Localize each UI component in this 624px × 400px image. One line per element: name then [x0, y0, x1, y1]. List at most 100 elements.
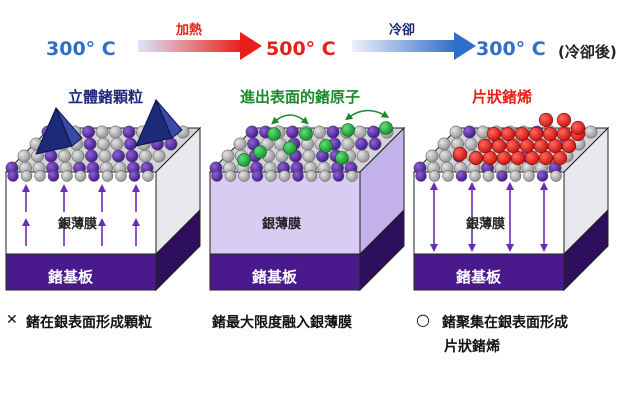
panel1-substrate-label: 鍺基板 [48, 268, 94, 286]
surface-germanium-atom [335, 151, 349, 165]
silver-atom [346, 170, 358, 182]
germanium-pyramid-side [155, 99, 183, 139]
surface-germanium-atom [319, 139, 333, 153]
silver-atom [115, 170, 127, 182]
germanium-atom [415, 170, 427, 182]
silver-atom [550, 170, 562, 182]
panel-3-block [412, 112, 610, 292]
germanium-atom [47, 170, 60, 182]
substrate-front [209, 253, 361, 291]
germanene-atom [452, 146, 468, 162]
silver-atom [353, 125, 367, 139]
silver-atom [221, 149, 235, 163]
germanene-atom [552, 150, 568, 166]
surface-germanium-atom [379, 121, 393, 135]
panel3-film-label: 銀薄膜 [466, 217, 506, 232]
surface-germanium-atom [253, 145, 267, 159]
germanium-atom [367, 125, 380, 139]
panel1-caption-marker: ✕ [6, 312, 18, 328]
germanene-atom [500, 126, 516, 142]
silver-atom [97, 137, 110, 151]
panel3-substrate-label: 鍺基板 [456, 268, 502, 286]
silver-atom [265, 170, 277, 182]
germanium-atom [245, 125, 259, 139]
silver-atom [437, 137, 451, 151]
germanene-atom [556, 112, 572, 128]
panel-2-block [208, 109, 406, 292]
germanene-atom [496, 150, 512, 166]
temperature-heated: 500° C [266, 38, 336, 60]
cool-arrow [352, 32, 476, 60]
germanium-atom [355, 137, 368, 151]
silver-atom [61, 170, 73, 182]
surface-germanium-atom [299, 127, 313, 141]
germanene-atom [510, 150, 526, 166]
silver-atom [152, 149, 166, 163]
panel2-substrate-label: 鍺基板 [252, 268, 298, 286]
germanium-atom [496, 170, 508, 182]
silver-atom [356, 149, 370, 163]
silver-atom [34, 170, 46, 182]
germanium-atom [292, 170, 304, 182]
surface-germanium-atom [283, 141, 297, 155]
silver-atom [71, 149, 85, 163]
silver-atom [305, 170, 318, 182]
germanium-atom [112, 149, 125, 163]
germanene-atom [524, 150, 540, 166]
panel2-title: 進出表面的鍺原子 [240, 88, 361, 106]
germanene-atom [538, 150, 554, 166]
silver-atom [278, 170, 291, 182]
panel2-caption: 鍺最大限度融入銀薄膜 [212, 315, 352, 331]
panel2-film-label: 銀薄膜 [262, 217, 302, 232]
silver-atom [17, 149, 31, 163]
germanium-atom [122, 125, 136, 139]
panel3-caption-line2: 片狀鍺烯 [444, 339, 500, 355]
film-front [209, 171, 361, 255]
substrate-front [413, 253, 565, 291]
silver-atom [428, 170, 441, 182]
cool-label: 冷卻 [389, 23, 416, 38]
silver-atom [469, 170, 481, 182]
surface-germanium-atom [267, 127, 281, 141]
silver-atom [584, 125, 598, 139]
surface-germanium-atom [237, 153, 251, 167]
germanene-atom [533, 138, 549, 154]
panel3-caption: 鍺聚集在銀表面形成 [442, 315, 568, 331]
silver-atom [442, 170, 454, 182]
silver-atom [523, 170, 535, 182]
germanene-atom [468, 150, 484, 166]
silver-atom [58, 149, 71, 163]
hop-arrow [345, 109, 390, 121]
germanium-atom [82, 125, 95, 139]
germanene-atom [486, 126, 502, 142]
germanene-atom [477, 138, 493, 154]
germanium-atom [332, 170, 345, 182]
germanene-atom [505, 138, 521, 154]
surface-germanium-atom [341, 123, 355, 137]
silver-atom [109, 125, 122, 139]
panel1-caption: 鍺在銀表面形成顆粒 [26, 315, 152, 331]
silver-atom [449, 125, 463, 139]
germanium-atom [124, 137, 137, 151]
temperature-cooled: 300° C [476, 38, 546, 60]
germanium-atom [455, 170, 468, 182]
germanene-atom [561, 138, 577, 154]
germanene-atom [519, 138, 535, 154]
panel1-title: 立體鍺顆粒 [68, 88, 144, 106]
panel3-title: 片狀鍺烯 [472, 88, 533, 106]
substrate-front [5, 253, 157, 291]
germanium-atom [83, 137, 97, 151]
germanene-atom [538, 112, 554, 128]
silver-atom [238, 170, 250, 182]
silver-atom [101, 170, 114, 182]
silver-atom [464, 137, 478, 151]
germanene-atom [570, 120, 586, 136]
germanium-pyramid-side [55, 107, 83, 147]
heat-label: 加熱 [176, 23, 203, 38]
germanium-atom [128, 170, 141, 182]
silver-atom [482, 170, 495, 182]
silver-atom [224, 170, 237, 182]
germanene-atom [482, 150, 498, 166]
hop-arrow [271, 114, 309, 125]
